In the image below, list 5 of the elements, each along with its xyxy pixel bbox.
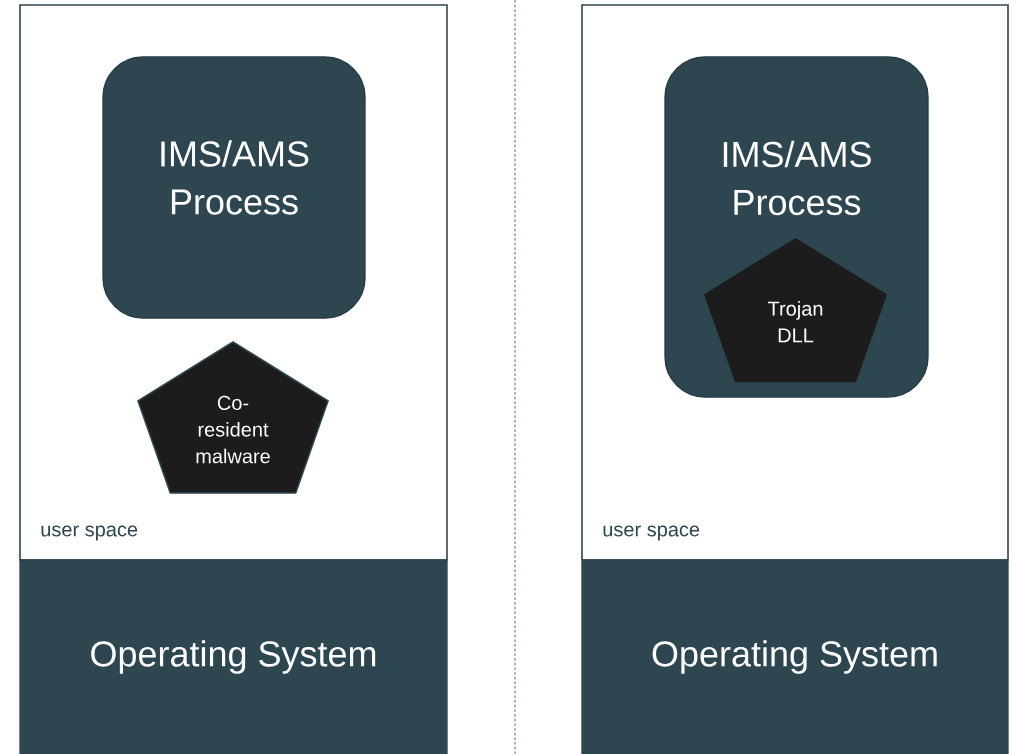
operating-system-box: Operating System [581,559,1009,754]
pentagon: Trojan DLL [702,236,889,384]
operating-system-box: Operating System [19,559,448,754]
pentagon: Co-resident malware [137,341,329,494]
process-box: IMS/AMS Process [102,56,366,319]
